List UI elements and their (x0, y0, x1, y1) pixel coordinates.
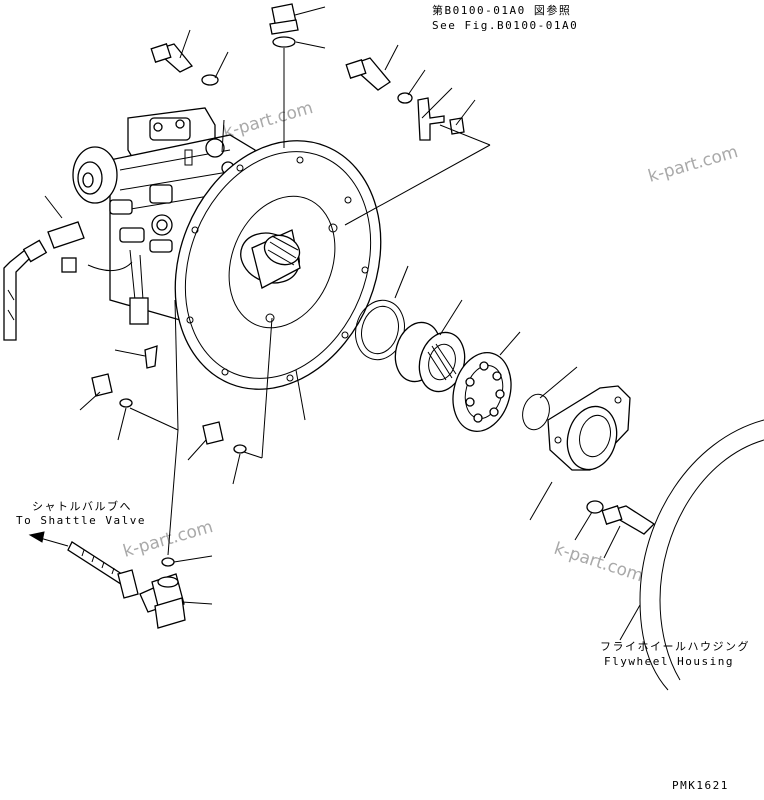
leader-lines (44, 6, 641, 641)
watermark-2: k-part.com (646, 142, 740, 187)
coupling-parts (355, 299, 656, 535)
top-fittings (150, 3, 465, 141)
see-figure-label-en: See Fig.B0100-01A0 (432, 19, 578, 32)
shuttle-valve-label-en: To Shattle Valve (16, 514, 146, 527)
lower-fittings (67, 373, 247, 629)
flywheel-housing (639, 419, 764, 691)
drawing-code: PMK1621 (672, 779, 729, 792)
watermark-1: k-part.com (221, 98, 315, 143)
flywheel-housing-label-jp: フライホイールハウジング (600, 639, 750, 653)
pump-mounting-flange (174, 140, 382, 390)
shuttle-valve-label-jp: シャトルバルブへ (32, 499, 132, 513)
watermark-4: k-part.com (551, 539, 645, 587)
shuttle-valve-arrow (28, 531, 69, 547)
flywheel-housing-label-en: Flywheel Housing (604, 655, 734, 668)
see-figure-label-jp: 第B0100-01A0 図参照 (432, 3, 571, 17)
